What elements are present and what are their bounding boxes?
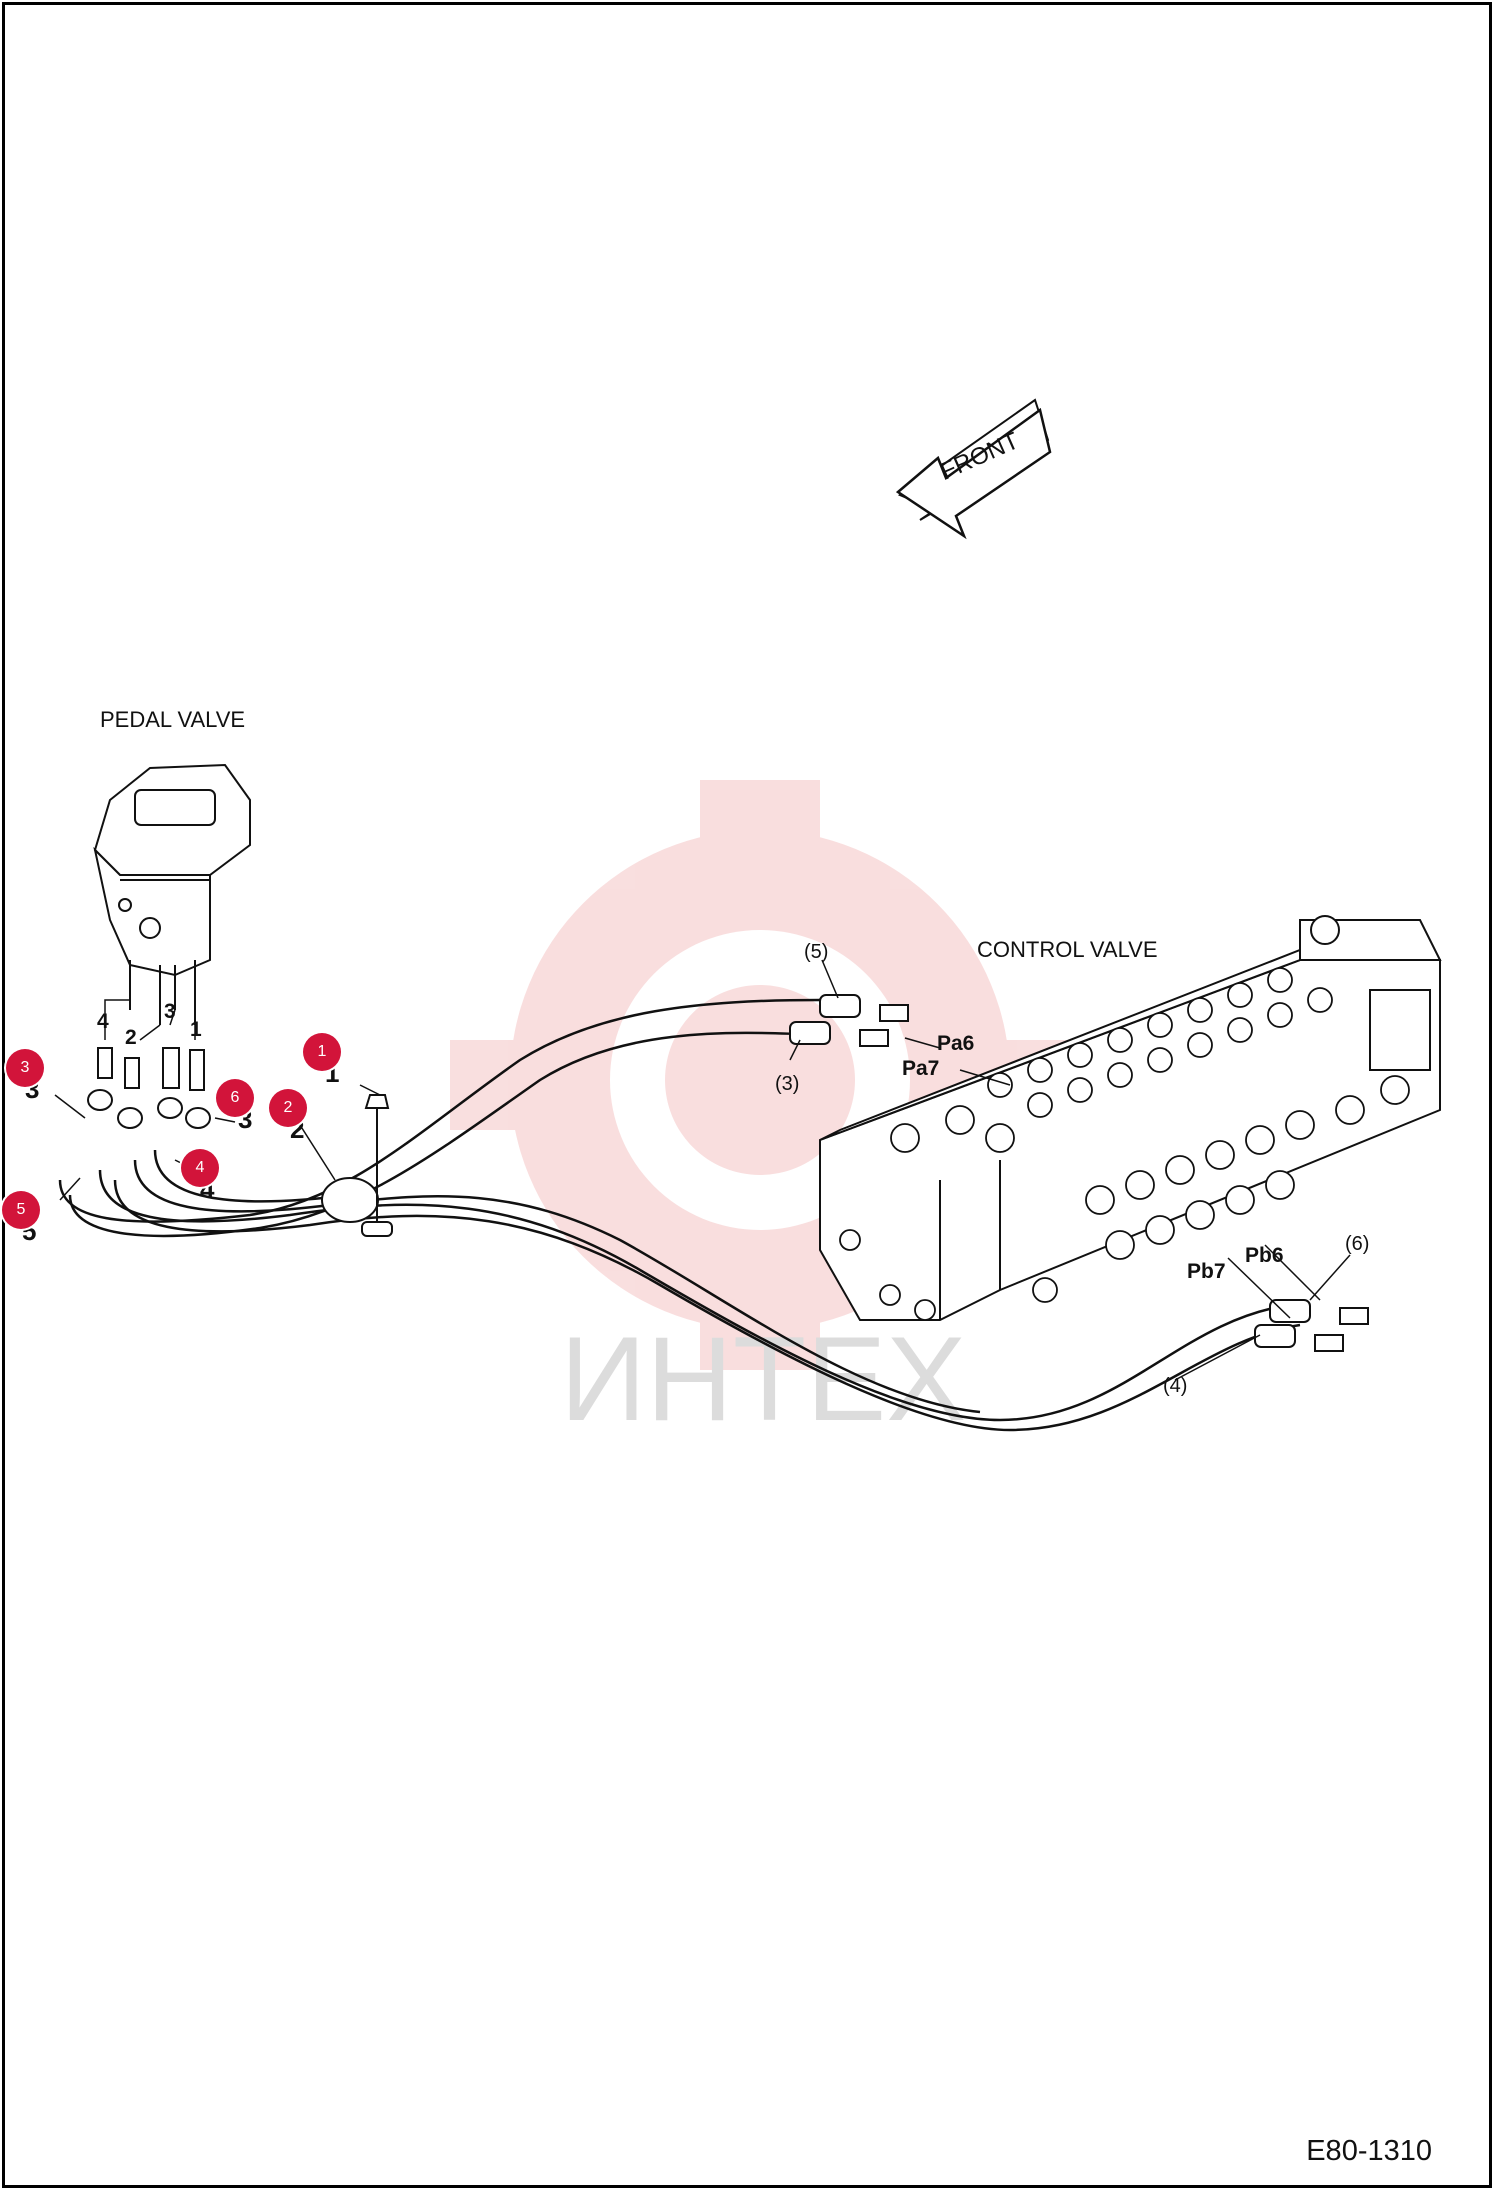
pedal-port-2: 2 [125, 1026, 137, 1049]
hose-clamp [321, 1094, 393, 1237]
control-valve-label: CONTROL VALVE [977, 937, 1158, 962]
callout-leaders [54, 959, 1351, 1381]
control-valve-body [819, 915, 1442, 1321]
pedal-valve-label: PEDAL VALVE [100, 707, 245, 732]
pedal-port-1: 1 [190, 1018, 202, 1041]
hotspot-2[interactable]: 2 [269, 1089, 307, 1127]
port-label-pa6: Pa6 [937, 1032, 974, 1055]
callout-5: (5) [804, 941, 828, 963]
control-valve-ports [839, 967, 1410, 1321]
port-label-pa7: Pa7 [902, 1057, 939, 1080]
pedal-port-4: 4 [97, 1010, 109, 1033]
hose-bundle [58, 998, 1301, 1432]
pedal-port-3: 3 [164, 1000, 176, 1023]
pedal-leaders [104, 999, 196, 1041]
callout-4: (4) [1163, 1375, 1187, 1397]
watermark-text: ИНТЕХ [560, 1312, 966, 1446]
pedal-valve-body [93, 763, 251, 1025]
callout-6: (6) [1345, 1233, 1369, 1255]
control-valve-fittings [789, 994, 1369, 1352]
hotspot-3[interactable]: 3 [6, 1049, 44, 1087]
port-label-pb7: Pb7 [1187, 1260, 1226, 1283]
drawing-code: E80-1310 [1306, 2135, 1432, 2167]
port-label-pb6: Pb6 [1245, 1244, 1284, 1267]
callout-3: (3) [775, 1073, 799, 1095]
hotspot-4[interactable]: 4 [181, 1149, 219, 1187]
front-arrow-icon [895, 398, 1052, 540]
hotspot-6[interactable]: 6 [216, 1079, 254, 1117]
pedal-fittings [87, 1047, 211, 1129]
hotspot-1[interactable]: 1 [303, 1033, 341, 1071]
hotspot-5[interactable]: 5 [2, 1191, 40, 1229]
